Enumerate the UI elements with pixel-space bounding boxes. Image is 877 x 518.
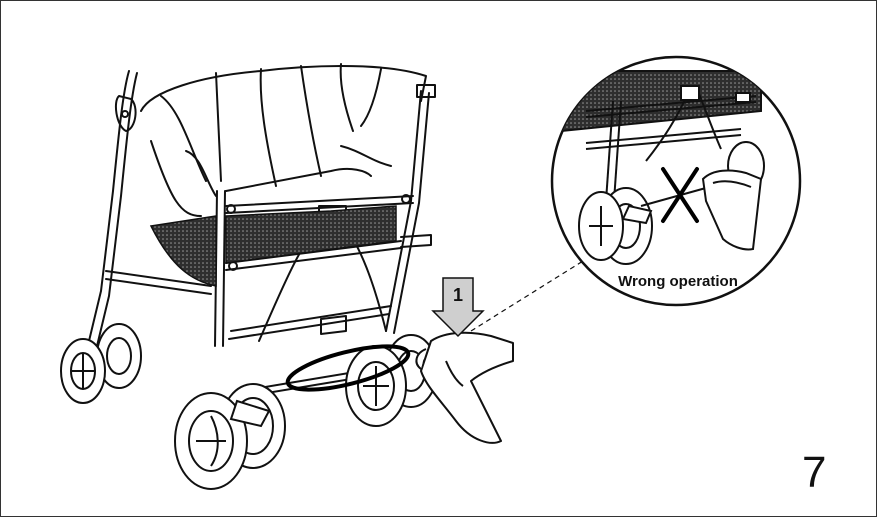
seat-mesh: [225, 205, 397, 264]
left-rear-wheels: [60, 323, 142, 404]
callout-leader-line: [470, 255, 592, 332]
basket-mesh: [149, 215, 217, 287]
hand-illustration: [415, 331, 514, 444]
callout-caption: Wrong operation: [618, 273, 738, 290]
step-number: 7: [802, 448, 827, 497]
front-left-wheel: [174, 383, 286, 490]
wrong-operation-callout: Wrong operation: [550, 55, 802, 307]
press-arrow: 1: [431, 277, 485, 338]
brake-highlight-oval: [285, 344, 411, 392]
wrong-x-mark: [661, 167, 699, 223]
arrow-step-label: 1: [453, 285, 463, 305]
